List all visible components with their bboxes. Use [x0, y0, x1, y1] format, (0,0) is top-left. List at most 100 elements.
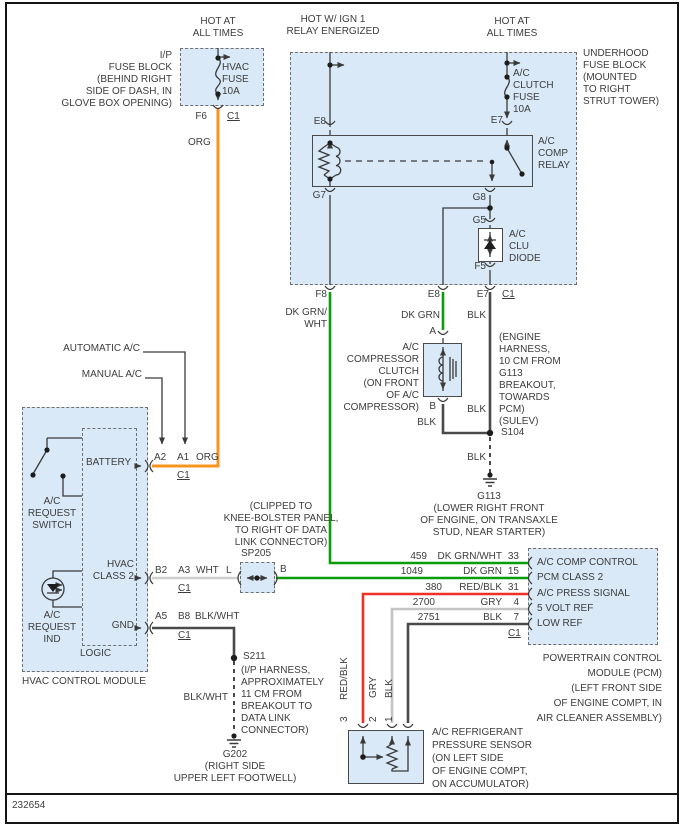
pin-f5: F5 — [474, 261, 486, 272]
figure-number: 232654 — [12, 800, 46, 811]
hot-at-all-times-right: HOT AT ALL TIMES — [486, 16, 538, 39]
pin-a1: A1 — [177, 452, 190, 463]
sensor-pin-2: 2 — [368, 716, 379, 722]
connector-c1-ip: C1 — [227, 111, 240, 122]
pcm-signal-3: 5 VOLT REF — [537, 603, 594, 614]
hot-at-all-times-left: HOT AT ALL TIMES — [192, 16, 244, 39]
diode-icon — [484, 240, 496, 249]
compressor-clutch-label: A/C COMPRESSOR CLUTCH (ON FRONT OF A/C C… — [343, 342, 419, 413]
wire-blk-wht-label-2: BLK/WHT — [183, 692, 228, 703]
connector-c1-gnd: C1 — [178, 630, 191, 641]
pcm-signal-2: A/C PRESS SIGNAL — [537, 588, 630, 599]
splice-sp205-note: (CLIPPED TO KNEE-BOLSTER PANEL, TO RIGHT… — [223, 501, 339, 548]
pcm-circuit-4: 2751 — [417, 612, 440, 623]
pcm-color-2: RED/BLK — [459, 582, 502, 593]
pin-e7-out: E7 — [476, 289, 489, 300]
connector-c1-class2: C1 — [178, 583, 191, 594]
wire-org-label-2: ORG — [196, 452, 219, 463]
junction-dots — [30, 55, 525, 760]
splice-sp205-label: SP205 — [240, 548, 272, 559]
pin-g7: G7 — [312, 190, 326, 201]
pin-a2: A2 — [154, 452, 167, 463]
pcm-color-1: DK GRN — [463, 566, 502, 577]
dk-grn-wire — [276, 292, 528, 580]
pcm-pin-0: 33 — [507, 551, 519, 562]
ac-request-ind-label: A/C REQUEST IND — [27, 610, 77, 645]
connector-cups — [144, 104, 533, 729]
ground-icon-g202 — [227, 733, 241, 748]
ground-icon-g113 — [483, 472, 497, 487]
pin-f6: F6 — [195, 111, 207, 122]
connector-c1-underhood: C1 — [502, 289, 515, 300]
hvac-fuse-label: HVAC FUSE 10A — [222, 62, 250, 97]
pcm-signal-4: LOW REF — [537, 618, 583, 629]
hvac-control-module-box — [22, 407, 148, 672]
ground-g202-label: G202 — [222, 749, 248, 760]
pcm-color-3: GRY — [480, 597, 503, 608]
wire-wht-label: WHT — [196, 565, 219, 576]
ac-comp-relay-label: A/C COMP RELAY — [538, 136, 571, 171]
pcm-box — [528, 548, 658, 645]
wire-dk-grn-label: DK GRN — [401, 310, 440, 321]
underhood-fuse-block-box — [290, 52, 577, 285]
pcm-signal-1: PCM CLASS 2 — [537, 572, 604, 583]
hvac-logic-box — [82, 428, 137, 646]
splice-s211-label: S211 — [243, 651, 266, 662]
ip-fuse-block-location: I/P FUSE BLOCK (BEHIND RIGHT SIDE OF DAS… — [61, 50, 172, 109]
pcm-signal-0: A/C COMP CONTROL — [537, 557, 638, 568]
sensor-pin-3: 3 — [339, 716, 350, 722]
pin-b: B — [429, 401, 436, 412]
battery-label: BATTERY — [86, 457, 132, 468]
pcm-location: POWERTRAIN CONTROL MODULE (PCM) (LEFT FR… — [536, 653, 662, 724]
pin-e7-top: E7 — [490, 115, 503, 126]
splice-s211-note: (I/P HARNESS, APPROXIMATELY 11 CM FROM B… — [241, 665, 324, 736]
pin-g5: G5 — [472, 215, 486, 226]
org-wire — [152, 108, 220, 468]
gry-wire — [390, 607, 528, 723]
wire-dk-grn-wht-label: DK GRN/ WHT — [285, 307, 327, 330]
wire-blk-wht-label: BLK/WHT — [195, 611, 240, 622]
pin-b8: B8 — [178, 611, 191, 622]
ac-clu-diode-label: A/C CLU DIODE — [509, 229, 541, 264]
ac-comp-relay-box — [312, 135, 533, 187]
pin-b-splice: B — [280, 564, 287, 575]
pressure-sensor-label: A/C REFRIGERANT PRESSURE SENSOR (ON LEFT… — [432, 727, 533, 790]
logic-label: LOGIC — [80, 648, 112, 659]
circuit-lines — [32, 48, 523, 772]
dk-grn-wht-wire — [328, 292, 528, 565]
sensor-wire-red-blk-label: RED/BLK — [339, 657, 350, 700]
sensor-wire-gry-label: GRY — [368, 676, 379, 699]
ac-request-switch-label: A/C REQUEST SWITCH — [27, 496, 77, 531]
ground-g113-location: (LOWER RIGHT FRONT OF ENGINE, ON TRANSAX… — [420, 503, 558, 538]
sensor-wire-blk-label: BLK — [384, 679, 395, 698]
sensor-pin-1: 1 — [384, 716, 395, 722]
led-icon — [47, 584, 59, 592]
wire-blk-label-2: BLK — [467, 404, 486, 415]
pin-e8-out: E8 — [427, 289, 440, 300]
pcm-circuit-2: 380 — [425, 582, 442, 593]
gnd-label: GND — [111, 620, 134, 631]
ac-clutch-fuse-label: A/C CLUTCH FUSE 10A — [513, 68, 554, 115]
automatic-ac-label: AUTOMATIC A/C — [63, 343, 140, 354]
connector-c1-pcm: C1 — [508, 628, 521, 639]
blk-wires — [152, 292, 528, 733]
wire-blk-label-3: BLK — [467, 452, 486, 463]
pcm-circuit-3: 2700 — [412, 597, 435, 608]
pcm-pin-4: 7 — [513, 612, 519, 623]
wire-blk-label-b: BLK — [417, 417, 436, 428]
pin-e8-top: E8 — [313, 116, 326, 127]
pcm-color-0: DK GRN/WHT — [437, 551, 502, 562]
wire-blk-label-1: BLK — [467, 310, 486, 321]
diagram-frame — [5, 2, 679, 824]
pin-l: L — [226, 565, 232, 576]
pin-a: A — [429, 326, 436, 337]
footer-rule — [5, 793, 679, 795]
pcm-pin-3: 4 — [513, 597, 519, 608]
underhood-location: UNDERHOOD FUSE BLOCK (MOUNTED TO RIGHT S… — [583, 48, 660, 107]
pin-a3: A3 — [178, 565, 191, 576]
pin-g8: G8 — [472, 192, 486, 203]
splice-s104-label: S104 — [501, 427, 525, 438]
ground-g113-label: G113 — [477, 491, 501, 502]
